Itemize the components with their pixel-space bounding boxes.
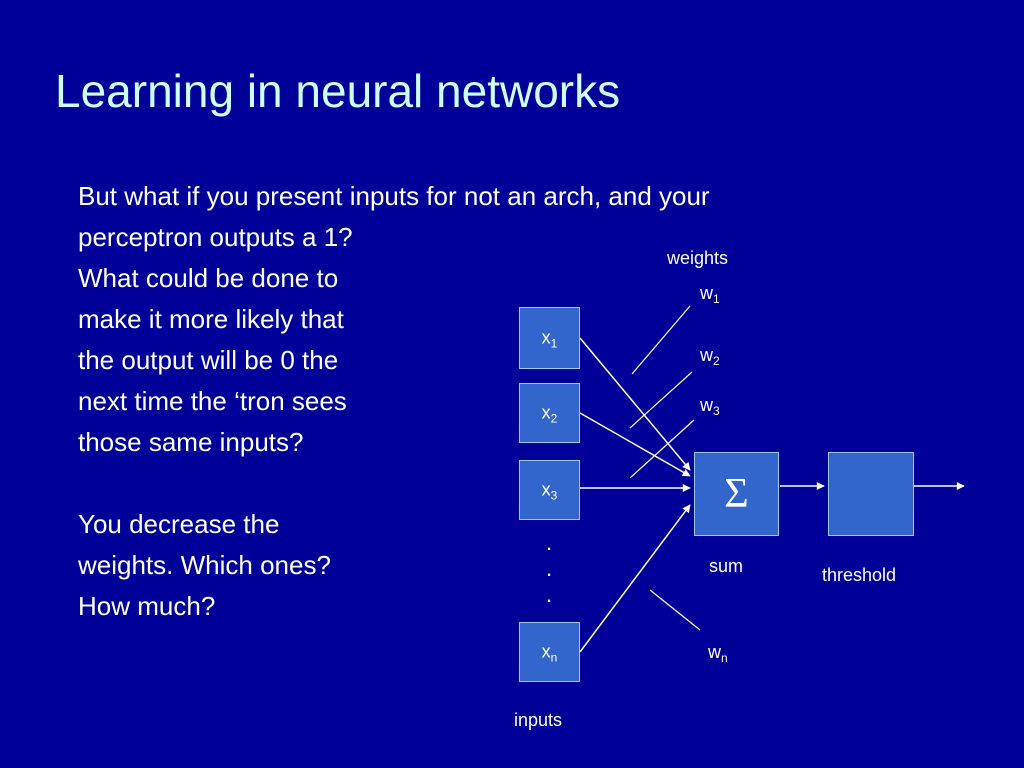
body-line: You decrease the <box>78 509 280 539</box>
body-line: next time the ‘tron sees <box>78 386 347 416</box>
body-line: But what if you present inputs for not a… <box>78 181 710 211</box>
ellipsis-dot: . <box>546 530 553 555</box>
threshold-box <box>828 452 914 536</box>
input-box-xn: xn <box>519 622 580 682</box>
slide-title: Learning in neural networks <box>55 65 621 117</box>
ellipsis-dot: . <box>546 582 553 607</box>
threshold-label: threshold <box>822 565 897 585</box>
body-line: How much? <box>78 591 216 621</box>
body-line: make it more likely that <box>78 304 344 334</box>
input-box-x1: x1 <box>519 307 580 369</box>
body-line: perceptron outputs a 1? <box>78 222 353 252</box>
inputs-label: inputs <box>514 710 563 730</box>
weight-label-w1: w1 <box>700 283 720 306</box>
sigma-icon: Σ <box>724 471 749 517</box>
weight-label-wn: wn <box>708 642 728 665</box>
body-spacer <box>78 463 938 504</box>
body-line: What could be done to <box>78 263 339 293</box>
ellipsis-dot: . <box>546 556 553 581</box>
weight-label-w2: w2 <box>700 345 720 368</box>
body-line: weights. Which ones? <box>78 550 331 580</box>
sum-box: Σ <box>694 452 779 536</box>
weights-label: weights <box>667 248 729 268</box>
sum-label: sum <box>709 556 744 576</box>
body-line: the output will be 0 the <box>78 345 339 375</box>
input-box-x3: x3 <box>519 460 580 520</box>
slide-body: But what if you present inputs for not a… <box>78 176 938 627</box>
input-box-x2: x2 <box>519 383 580 443</box>
body-line: those same inputs? <box>78 427 304 457</box>
weight-label-w3: w3 <box>700 395 720 418</box>
